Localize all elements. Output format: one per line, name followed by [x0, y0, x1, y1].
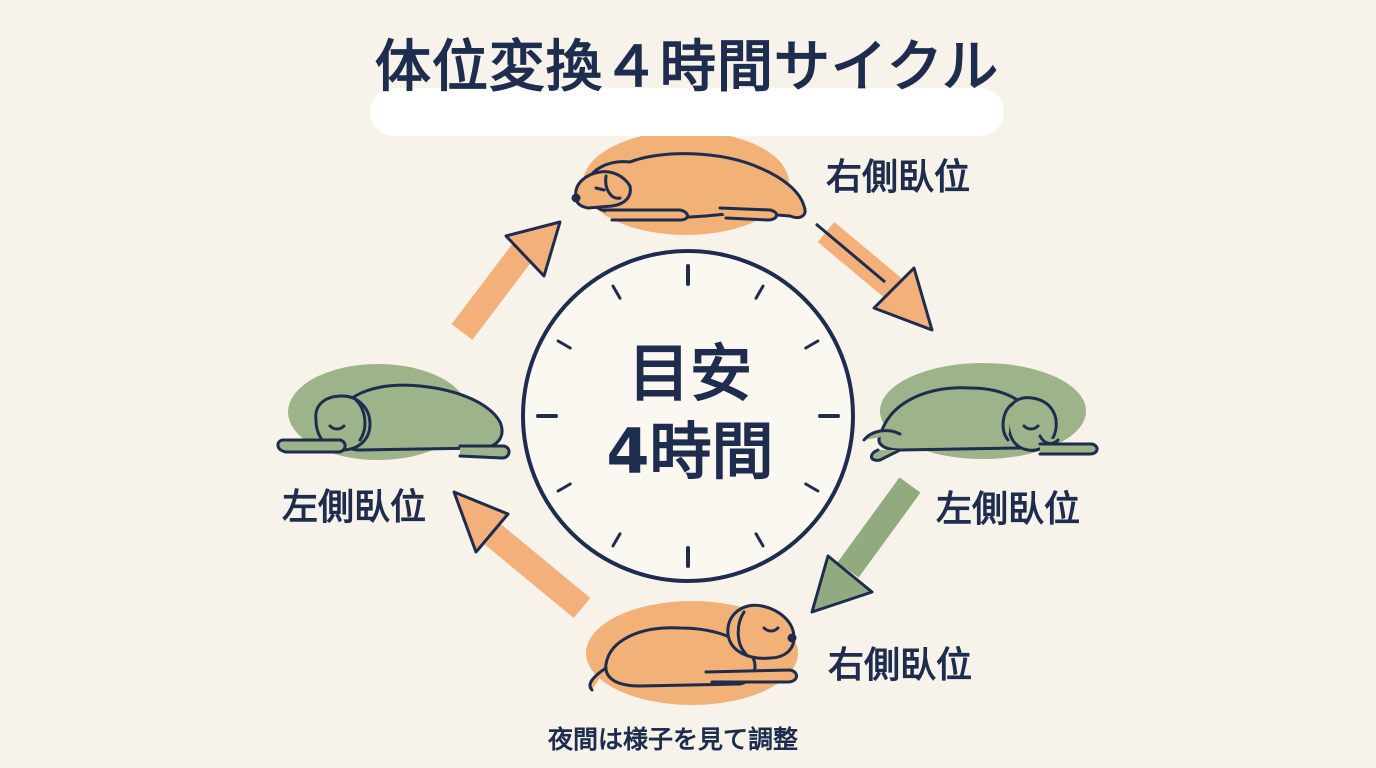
position-label-left: 左側臥位 — [282, 487, 427, 528]
dog-right — [862, 363, 1099, 462]
clock-tick — [804, 482, 820, 493]
arrow-right-down — [810, 477, 921, 614]
title-highlight — [370, 88, 1004, 136]
arrow-bottom-left — [452, 490, 591, 619]
dog-top — [571, 131, 807, 235]
dog-lying-icon — [862, 386, 1099, 462]
position-label-bottom: 右側臥位 — [828, 645, 973, 686]
clock-tick — [754, 284, 765, 300]
position-label-top: 右側臥位 — [826, 157, 971, 198]
clock-tick — [556, 339, 572, 350]
dog-bottom — [586, 601, 798, 705]
arrow-top-right — [815, 222, 934, 332]
center-label-line2: 4時間 — [606, 415, 774, 488]
night-note: 夜間は様子を見て調整 — [548, 725, 799, 754]
dog-lying-icon — [571, 152, 807, 222]
dog-left — [276, 364, 511, 460]
clock-tick — [804, 339, 820, 350]
page-title: 体位変換４時間サイクル — [374, 35, 1000, 100]
position-label-right: 左側臥位 — [936, 489, 1081, 530]
clock-face — [521, 249, 855, 583]
clock-tick — [611, 532, 622, 548]
title-block: 体位変換４時間サイクル — [370, 30, 1004, 136]
clock-tick — [611, 284, 622, 300]
clock-icon — [521, 249, 855, 583]
arrow-left-up — [451, 220, 562, 340]
clock-tick — [754, 532, 765, 548]
dog-lying-icon — [588, 603, 798, 692]
clock-ticks — [536, 264, 840, 568]
clock-tick — [556, 482, 572, 493]
dog-lying-icon — [276, 383, 511, 460]
center-label-line1: 目安 — [627, 337, 752, 410]
